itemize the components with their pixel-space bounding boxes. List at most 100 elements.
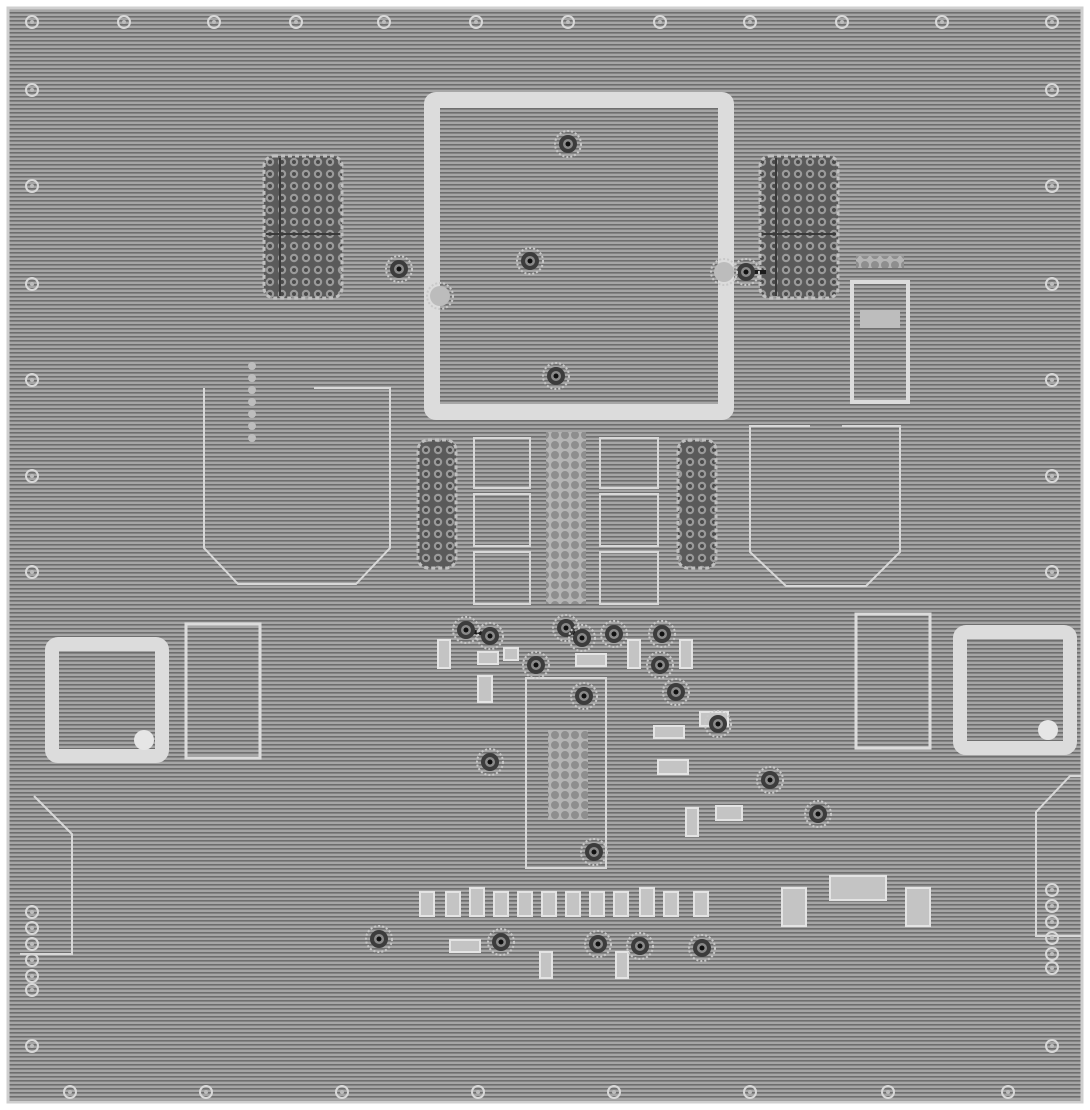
edge-hole xyxy=(561,15,575,29)
mounting-pad-right xyxy=(953,625,1077,755)
via xyxy=(626,932,654,960)
passive-footprint xyxy=(493,891,509,917)
passive-footprint xyxy=(541,891,557,917)
passive-footprint xyxy=(449,939,481,953)
edge-hole xyxy=(25,937,39,951)
rect-outline-right xyxy=(854,612,932,750)
edge-hole xyxy=(25,953,39,967)
inductor-outline xyxy=(424,92,734,420)
edge-hole xyxy=(1045,931,1059,945)
via xyxy=(542,362,570,390)
edge-hole xyxy=(1045,277,1059,291)
edge-hole xyxy=(25,1039,39,1053)
passive-footprint xyxy=(477,675,493,703)
edge-hole xyxy=(607,1085,621,1099)
passive-footprint xyxy=(477,651,499,665)
ic-thermal-pad xyxy=(548,730,588,820)
edge-hole xyxy=(25,15,39,29)
edge-hole xyxy=(335,1085,349,1099)
passive-footprint xyxy=(575,653,607,667)
edge-hole xyxy=(881,1085,895,1099)
via xyxy=(580,838,608,866)
edge-hole xyxy=(25,969,39,983)
via xyxy=(710,258,738,286)
edge-hole xyxy=(1045,961,1059,975)
passive-footprint xyxy=(613,891,629,917)
via xyxy=(476,748,504,776)
via xyxy=(365,925,393,953)
passive-components xyxy=(419,639,931,979)
edge-hole xyxy=(1045,915,1059,929)
connector-block-upper-left xyxy=(262,154,344,300)
via xyxy=(554,130,582,158)
passive-footprint xyxy=(503,647,519,661)
rect-outline-left xyxy=(184,622,262,760)
edge-hole xyxy=(25,179,39,193)
passive-footprint xyxy=(627,639,641,669)
dotted-marker-left xyxy=(248,362,256,442)
via xyxy=(426,282,454,310)
passive-footprint xyxy=(653,725,685,739)
passive-footprint xyxy=(419,891,435,917)
via xyxy=(804,800,832,828)
ic-outline xyxy=(525,677,607,869)
via xyxy=(568,624,596,652)
passive-footprint xyxy=(615,951,629,979)
edge-hole xyxy=(25,905,39,919)
mounting-pad-left xyxy=(45,637,169,763)
via xyxy=(662,678,690,706)
via-layer xyxy=(365,130,832,962)
edge-outline-right xyxy=(1035,775,1082,937)
cap-outline-left xyxy=(203,387,391,585)
passive-footprint xyxy=(715,805,743,821)
edge-hole xyxy=(1045,1039,1059,1053)
passive-footprint xyxy=(663,891,679,917)
via xyxy=(646,651,674,679)
passive-footprint xyxy=(445,891,461,917)
via xyxy=(522,651,550,679)
edge-hole xyxy=(1045,83,1059,97)
edge-hole xyxy=(207,15,221,29)
passive-footprint xyxy=(781,887,807,927)
edge-hole xyxy=(1045,947,1059,961)
thermal-via-strip xyxy=(546,432,586,604)
edge-hole xyxy=(199,1085,213,1099)
via xyxy=(756,766,784,794)
edge-hole-layer xyxy=(25,15,1059,1099)
edge-hole xyxy=(935,15,949,29)
edge-hole xyxy=(1045,565,1059,579)
edge-hole xyxy=(469,15,483,29)
passive-footprint xyxy=(685,807,699,837)
edge-hole xyxy=(289,15,303,29)
board-edge xyxy=(6,6,1084,1104)
cap-outline-right xyxy=(749,425,901,587)
passive-footprint xyxy=(469,887,485,917)
edge-hole xyxy=(653,15,667,29)
via xyxy=(732,258,760,286)
edge-hole xyxy=(25,277,39,291)
via xyxy=(688,934,716,962)
connector-block-upper-right xyxy=(758,154,840,300)
passive-footprint xyxy=(905,887,931,927)
edge-outline-left xyxy=(20,795,73,955)
edge-hole xyxy=(1045,899,1059,913)
edge-hole xyxy=(835,15,849,29)
passive-footprint xyxy=(589,891,605,917)
passive-footprint xyxy=(639,887,655,917)
edge-hole xyxy=(1001,1085,1015,1099)
edge-hole xyxy=(743,15,757,29)
via xyxy=(476,622,504,650)
component-right-tall xyxy=(850,256,910,404)
edge-hole xyxy=(377,15,391,29)
passive-footprint xyxy=(517,891,533,917)
via xyxy=(516,247,544,275)
passive-footprint xyxy=(693,891,709,917)
edge-hole xyxy=(25,469,39,483)
pin-column-right xyxy=(676,438,718,570)
footprint-array-center xyxy=(473,437,659,605)
edge-hole xyxy=(25,983,39,997)
via xyxy=(648,620,676,648)
edge-hole xyxy=(1045,469,1059,483)
edge-hole xyxy=(117,15,131,29)
passive-footprint xyxy=(437,639,451,669)
